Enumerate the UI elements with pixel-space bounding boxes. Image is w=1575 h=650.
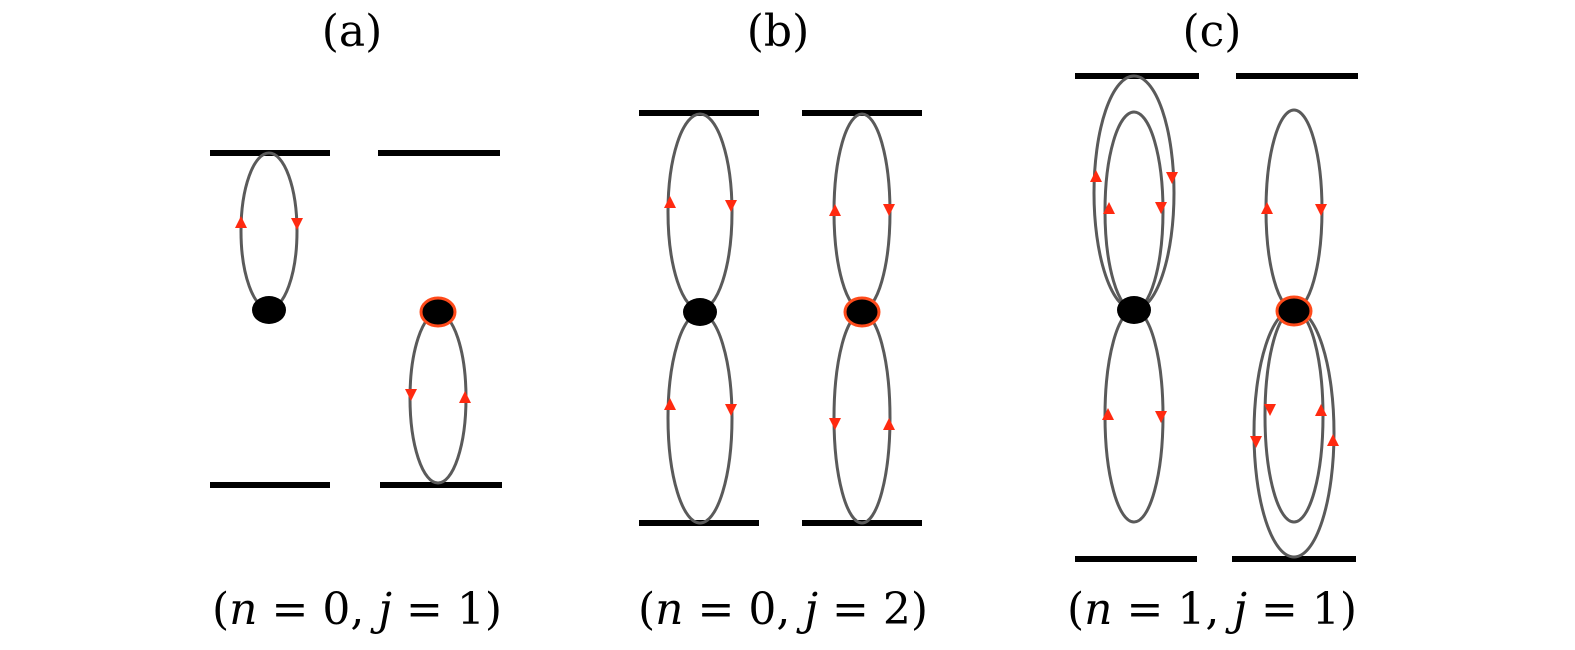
panel-b-title: (b)	[747, 6, 810, 57]
arrow-up-icon	[883, 418, 895, 430]
lower-loop	[1103, 308, 1165, 524]
arrow-up-icon	[664, 398, 676, 410]
vertex	[1275, 295, 1313, 327]
arrow-up-icon	[664, 196, 676, 208]
arrow-up-icon	[1327, 434, 1339, 446]
vertex	[843, 296, 881, 328]
inner-upper-loop	[1103, 110, 1165, 312]
loop	[408, 311, 468, 485]
arrow-up-icon	[1261, 202, 1273, 214]
lower-loop	[832, 311, 892, 525]
arrow-up-icon	[829, 204, 841, 216]
lower-loop	[666, 311, 734, 525]
panel-c-caption: (n = 1, j = 1)	[1067, 584, 1357, 635]
upper-loop	[832, 112, 892, 312]
arrow-up-icon	[1102, 408, 1114, 420]
upper-loop	[666, 112, 734, 312]
vertex	[1117, 296, 1151, 324]
panel-c-diagram-right	[1232, 73, 1358, 562]
panel-a-title: (a)	[322, 6, 383, 57]
arrow-down-icon	[883, 204, 895, 216]
vertex	[683, 298, 717, 326]
vertex	[419, 296, 457, 328]
panel-a: (a) (n = 0, j = 1)	[210, 6, 502, 635]
arrow-down-icon	[1264, 404, 1276, 416]
arrow-down-icon	[405, 389, 417, 401]
upper-loop	[1264, 108, 1324, 312]
arrow-up-icon	[1090, 170, 1102, 182]
panel-b-diagram-left	[639, 110, 759, 526]
arrow-down-icon	[1155, 411, 1167, 423]
arrow-down-icon	[1250, 436, 1262, 448]
panel-c-diagram-left	[1075, 73, 1199, 562]
arrow-down-icon	[725, 404, 737, 416]
arrow-up-icon	[235, 216, 247, 228]
arrow-down-icon	[1315, 204, 1327, 216]
panel-a-caption: (n = 0, j = 1)	[212, 584, 502, 635]
loop	[239, 151, 299, 311]
panel-a-diagram-left	[210, 150, 330, 488]
inner-lower-loop	[1263, 308, 1325, 524]
arrow-up-icon	[1315, 404, 1327, 416]
arrow-down-icon	[291, 218, 303, 230]
panel-b-diagram-right	[802, 110, 922, 526]
arrow-down-icon	[1166, 172, 1178, 184]
panel-b-caption: (n = 0, j = 2)	[638, 584, 928, 635]
arrow-down-icon	[829, 418, 841, 430]
arrow-up-icon	[459, 391, 471, 403]
arrow-down-icon	[1155, 202, 1167, 214]
arrow-up-icon	[1103, 202, 1115, 214]
panel-c-title: (c)	[1183, 6, 1242, 57]
panel-c: (c)	[1067, 6, 1358, 635]
vertex	[252, 296, 286, 324]
panel-a-diagram-right	[378, 150, 502, 488]
panel-b: (b) (n = 0, j = 2)	[638, 6, 928, 635]
arrow-down-icon	[725, 200, 737, 212]
